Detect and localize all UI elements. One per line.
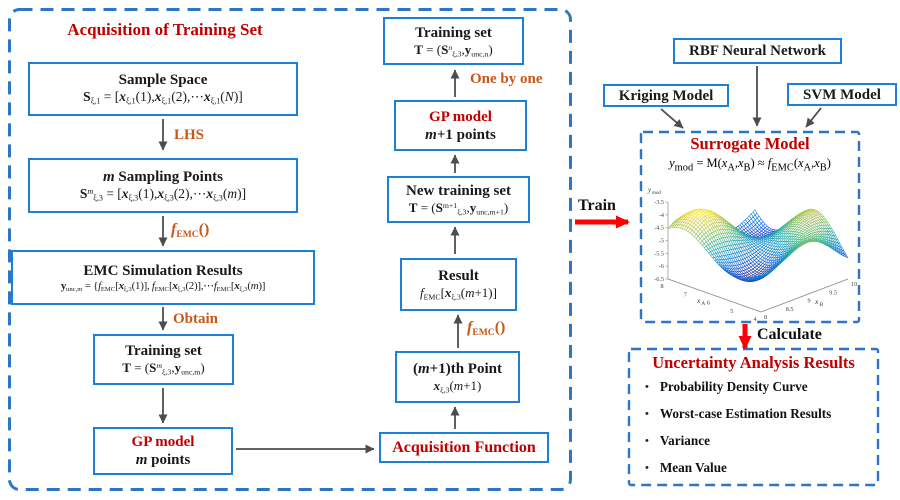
bullet-icon: • xyxy=(645,462,649,474)
kriging-model-box: Kriging Model xyxy=(603,84,729,107)
training-set-left-formula: T = (Smξ,3,yunc,m) xyxy=(122,360,205,377)
gp-model-left-subtitle: m points xyxy=(135,452,191,468)
rbf-neural-network-title: RBF Neural Network xyxy=(689,43,826,59)
svm-model-title: SVM Model xyxy=(803,86,881,103)
training-set-top-box: Training set T = (Snξ,3,yunc,n) xyxy=(383,17,524,65)
m1th-point-formula: xξ,3(m+1) xyxy=(433,377,482,394)
sampling-points-formula: Smξ,3 = [xξ,3(1),xξ,3(2),⋯xξ,3(m)] xyxy=(79,185,247,203)
training-set-left-box: Training set T = (Smξ,3,yunc,m) xyxy=(93,334,234,385)
lhs-label: LHS xyxy=(174,127,205,143)
result-title: Result xyxy=(438,268,479,285)
uncertainty-results-list: • Probability Density Curve • Worst-case E… xyxy=(645,379,831,476)
arrow-svm-to-surrogate xyxy=(805,107,822,128)
list-item-label: Worst-case Estimation Results xyxy=(659,406,832,421)
svm-model-box: SVM Model xyxy=(787,83,897,106)
bullet-icon: • xyxy=(645,381,649,393)
result-box: Result fEMC[xξ,3(m+1)] xyxy=(400,258,517,311)
m1th-point-title: (m+1)th Point xyxy=(413,360,502,377)
sample-space-formula: Sξ,1 = [xξ,1(1),xξ,1(2),⋯xξ,1(N)] xyxy=(83,89,243,106)
surrogate-panel-dashed-border xyxy=(639,130,861,324)
arrow-kriging-to-surrogate xyxy=(660,108,684,129)
list-item: • Variance xyxy=(645,433,831,449)
emc-results-box: EMC Simulation Results yunc,m = {fEMC[xξ… xyxy=(11,250,315,305)
emc-results-title: EMC Simulation Results xyxy=(83,262,243,279)
rbf-neural-network-box: RBF Neural Network xyxy=(673,38,842,64)
new-training-set-title: New training set xyxy=(406,183,511,200)
training-set-top-formula: T = (Snξ,3,yunc,n) xyxy=(414,41,493,58)
sampling-points-title: m Sampling Points xyxy=(102,168,224,185)
sampling-points-box: m Sampling Points Smξ,3 = [xξ,3(1),xξ,3(… xyxy=(28,158,298,213)
calculate-label: Calculate xyxy=(757,326,822,343)
new-training-set-box: New training set T = (Sm+1ξ,3,yunc,m+1) xyxy=(387,176,530,223)
gp-model-mid-subtitle: m+1 points xyxy=(425,126,496,143)
list-item-label: Mean Value xyxy=(659,460,727,475)
bullet-icon: • xyxy=(645,408,649,420)
acquisition-panel-title: Acquisition of Training Set xyxy=(67,20,263,39)
list-item-label: Probability Density Curve xyxy=(659,379,808,394)
uncertainty-results-title: Uncertainty Analysis Results xyxy=(652,353,855,372)
acquisition-panel-dashed-border xyxy=(8,8,572,491)
gp-model-mid-box: GP model m+1 points xyxy=(394,100,527,151)
surface-plot-canvas xyxy=(643,180,857,322)
acquisition-function-box: Acquisition Function xyxy=(379,432,549,463)
list-item: • Probability Density Curve xyxy=(645,379,831,395)
list-item: • Mean Value xyxy=(645,460,831,476)
f-emc-left-label: fEMC() xyxy=(171,221,210,240)
f-emc-mid-label: fEMC() xyxy=(467,319,506,338)
surrogate-model-formula: ymod = M(xA,xB) ≈ fEMC(xA,xB) xyxy=(669,156,831,174)
m1th-point-box: (m+1)th Point xξ,3(m+1) xyxy=(395,351,520,403)
gp-model-mid-title: GP model xyxy=(429,108,492,125)
acquisition-function-title: Acquisition Function xyxy=(392,438,536,456)
train-label: Train xyxy=(578,197,616,214)
sample-space-box: Sample Space Sξ,1 = [xξ,1(1),xξ,1(2),⋯xξ… xyxy=(28,62,298,116)
list-item-label: Variance xyxy=(659,433,710,448)
uncertainty-panel-dashed-border xyxy=(627,347,880,487)
list-item: • Worst-case Estimation Results xyxy=(645,406,831,422)
sample-space-title: Sample Space xyxy=(118,72,208,89)
surrogate-model-title: Surrogate Model xyxy=(690,134,810,153)
training-set-top-title: Training set xyxy=(415,24,492,41)
bullet-icon: • xyxy=(645,435,649,447)
result-formula: fEMC[xξ,3(m+1)] xyxy=(420,285,497,302)
gp-model-left-title: GP model xyxy=(131,434,195,450)
new-training-set-formula: T = (Sm+1ξ,3,yunc,m+1) xyxy=(408,200,509,217)
kriging-model-title: Kriging Model xyxy=(618,87,714,104)
obtain-label: Obtain xyxy=(173,311,219,327)
training-set-left-title: Training set xyxy=(125,343,202,360)
one-by-one-label: One by one xyxy=(470,71,543,87)
emc-results-formula: yunc,m = {fEMC[xξ,3(1)], fEMC[xξ,3(2)],⋯… xyxy=(60,279,266,293)
gp-model-left-box: GP model m points xyxy=(93,427,233,475)
